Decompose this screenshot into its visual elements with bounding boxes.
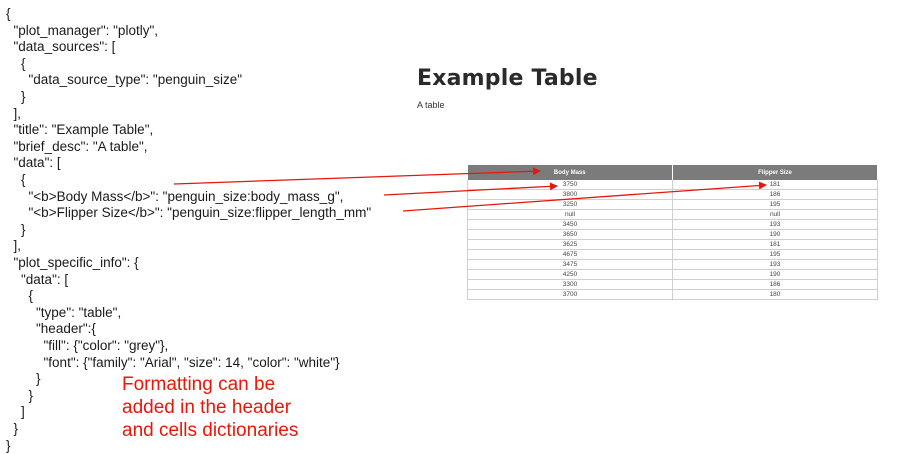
header-body-mass: Body Mass [467,165,673,180]
cell-body-mass: 3475 [467,259,673,270]
cell-body-mass: 3700 [467,289,673,300]
code-line: } [6,221,26,237]
cell-body-mass: 3650 [467,229,673,240]
code-line: "brief_desc": "A table", [6,138,148,154]
cell-body-mass: 4675 [467,249,673,260]
annotation-line: added in the header [122,397,292,418]
code-line: "plot_specific_info": { [6,255,139,270]
code-line: "data_source_type": "penguin_size" [6,72,243,88]
cell-flipper-size: null [672,209,878,220]
cell-flipper-size: 180 [672,289,878,300]
code-line: ], [6,238,22,254]
code-line: { [6,55,26,71]
code-line: } [6,371,41,387]
code-line: "data_sources": [ [6,39,116,55]
code-line: "font": {"family": "Arial", "size": 14, … [6,354,340,370]
code-line: { [6,6,11,21]
code-line: } [6,421,19,436]
code-line: "header":{ [6,321,96,337]
code-line: "data": [ [6,271,69,287]
code-line: "title": "Example Table", [6,122,154,138]
json-config-code: { "plot_manager": "plotly", "data_source… [0,0,440,453]
cell-flipper-size: 195 [672,199,878,210]
code-line: { [6,288,34,304]
cell-flipper-size: 190 [672,269,878,280]
code-line: } [6,387,34,403]
code-line: } [6,437,11,453]
code-line: } [6,89,26,104]
cell-flipper-size: 181 [672,180,878,190]
preview-description: A table [417,100,445,110]
header-flipper-size: Flipper Size [672,165,878,180]
code-line: "type": "table", [6,304,122,320]
cell-flipper-size: 193 [672,259,878,270]
cell-body-mass: 3800 [467,189,673,200]
cell-body-mass: 3625 [467,239,673,250]
code-line: "data": [ [6,155,61,171]
cell-body-mass: 3750 [467,180,673,190]
cell-body-mass: 4250 [467,269,673,280]
formatting-annotation: Formatting can be added in the header an… [122,373,342,442]
cell-body-mass: null [467,209,673,220]
code-line: ], [6,105,22,121]
code-line: "<b>Flipper Size</b>": "penguin_size:fli… [6,205,372,221]
code-line: "<b>Body Mass</b>": "penguin_size:body_m… [6,188,344,204]
cell-flipper-size: 186 [672,189,878,200]
code-line: "plot_manager": "plotly", [6,22,159,38]
plot-preview: Example Table A table Body Mass Flipper … [410,0,900,452]
cell-flipper-size: 181 [672,239,878,250]
table-header-row: Body Mass Flipper Size [467,165,878,180]
annotation-line: Formatting can be [122,374,276,395]
cell-flipper-size: 190 [672,229,878,240]
cell-flipper-size: 193 [672,219,878,230]
code-line: ] [6,404,25,420]
cell-flipper-size: 195 [672,249,878,260]
preview-title: Example Table [417,66,598,91]
cell-body-mass: 3450 [467,219,673,230]
cell-body-mass: 3250 [467,199,673,210]
code-line: "fill": {"color": "grey"}, [6,338,169,353]
cell-body-mass: 3300 [467,279,673,290]
code-line: { [6,172,26,187]
cell-flipper-size: 186 [672,279,878,290]
annotation-line: and cells dictionaries [122,420,299,441]
